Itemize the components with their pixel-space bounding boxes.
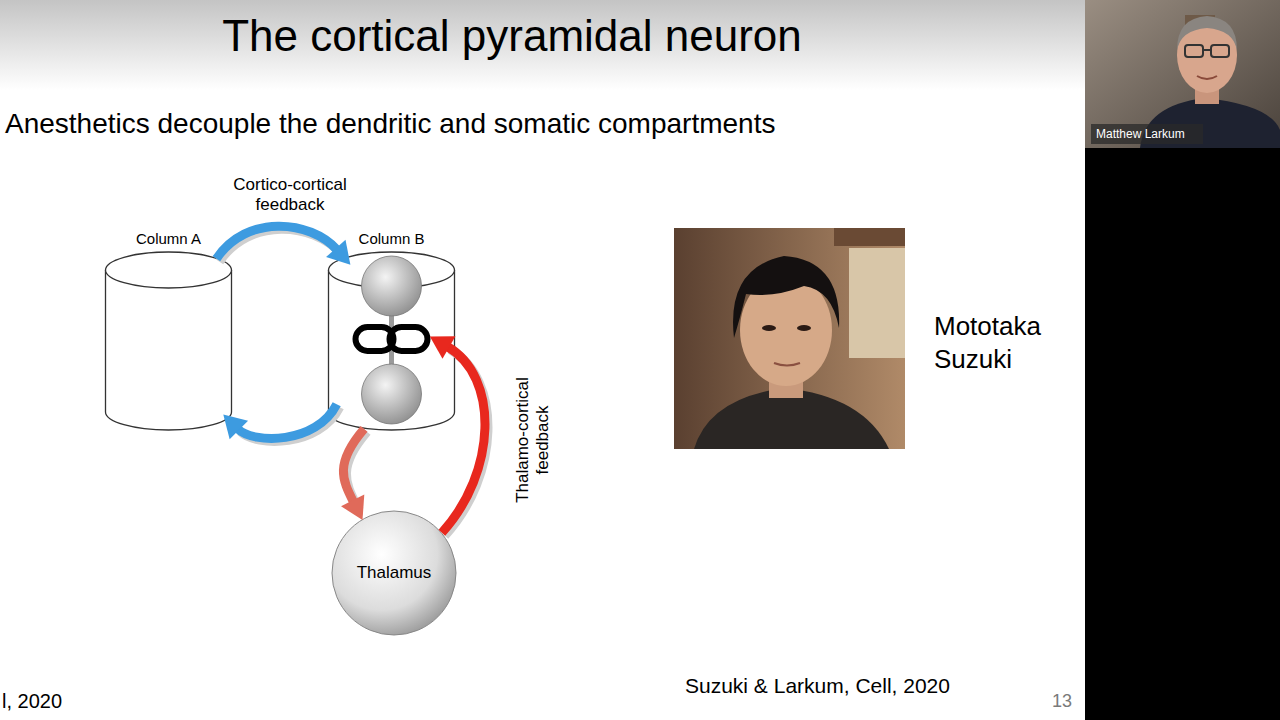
feedback-arrow [343,429,364,502]
feedback-arrow [216,226,337,259]
webcam-background [1085,0,1280,148]
arrow-group [216,226,350,265]
window-light [849,248,905,358]
slide-title: The cortical pyramidal neuron [0,12,1024,60]
dendritic-sphere [362,256,422,316]
header-gradient [0,0,1085,90]
arrow-group [341,429,367,520]
person-name: Mototaka Suzuki [934,310,1084,375]
black-strip [1085,0,1280,720]
arrow-head [341,495,364,520]
citation: Suzuki & Larkum, Cell, 2020 [685,674,950,698]
node-shape [100,230,237,435]
photo-background [674,228,905,449]
cut-citation: l, 2020 [2,690,62,713]
slide-subtitle: Anesthetics decouple the dendritic and s… [5,108,775,140]
eye [762,325,776,331]
head [1177,17,1237,93]
glasses-right [1211,45,1229,57]
node-text-holder: Column A [100,230,237,248]
node-text-holder: Thalamus [331,510,457,636]
chain-link [390,327,428,351]
mouth [1197,76,1217,79]
glasses-bridge [1203,49,1211,51]
name-tag-ground [1091,124,1203,144]
glasses-left [1185,45,1203,57]
cylinder-top [106,252,232,288]
slide-number: 13 [1052,691,1072,712]
cylinder-body [106,270,232,430]
arrow-label: Thalamo-cortical feedback [513,365,554,515]
arrow-group [223,404,339,441]
webcam-panel [1085,0,1280,720]
eye [797,325,811,331]
feedback-arrow [237,404,336,438]
arrow-head [223,415,248,440]
mouth [774,363,800,366]
speaker-name: Matthew Larkum [1096,127,1185,141]
arrow-label: Cortico-cortical feedback [210,175,370,216]
window-beam [834,228,905,246]
thalamus-sphere: Thalamus [331,510,457,636]
portrait-photo [674,228,905,449]
hair [733,256,839,338]
somatic-sphere [362,364,422,424]
column-label: Column A [100,230,237,248]
node-text-holder: Column B [323,230,460,248]
column-cylinder: Column A [100,230,237,435]
column-label: Column B [323,230,460,248]
sphere [332,511,456,635]
node-label: Thalamus [357,563,432,583]
